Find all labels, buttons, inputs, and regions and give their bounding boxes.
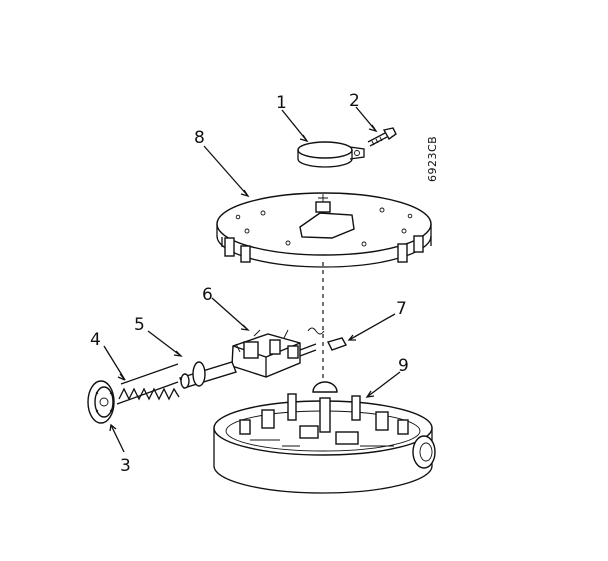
part-mounting-plate [216,192,432,268]
leader-lines [103,106,401,453]
part-spring [116,363,180,405]
part-shaft [179,361,237,389]
part-clamp-ring [297,141,365,168]
callout-2: 2 [349,91,360,111]
part-switch-assembly [231,329,317,378]
part-base-housing [213,381,436,494]
callout-8: 8 [194,128,205,148]
callout-4: 4 [90,330,101,350]
callout-1: 1 [276,93,287,113]
part-screw [367,127,397,147]
callout-6: 6 [202,285,213,305]
part-clip [307,327,348,351]
callout-5: 5 [134,315,145,335]
callout-9: 9 [398,356,409,376]
callout-3: 3 [120,456,131,476]
drawing-number: 6923CB [426,136,439,182]
callout-7: 7 [396,299,407,319]
part-knob [87,380,115,424]
